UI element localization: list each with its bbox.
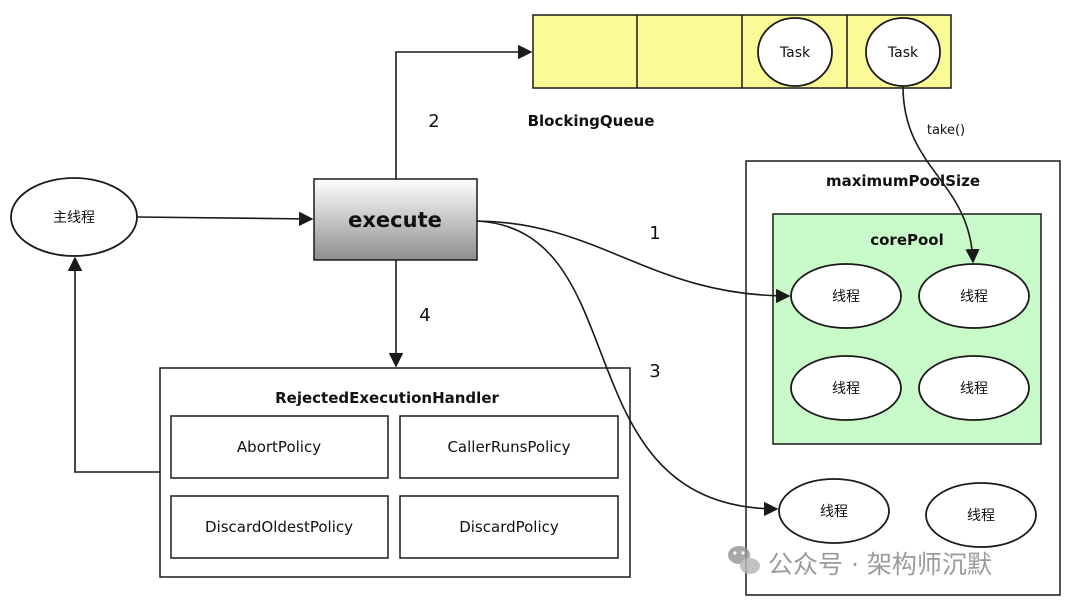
maximum-pool-title: maximumPoolSize	[826, 172, 980, 190]
flow-number-2: 2	[428, 111, 439, 132]
arrow-execute-to-extra-thread	[476, 220, 779, 517]
arrow-queue-take	[902, 85, 980, 264]
core-pool-title: corePool	[870, 231, 944, 249]
flow-number-4: 4	[419, 305, 430, 326]
core-thread-1-label: 线程	[832, 289, 860, 305]
queue-task-1	[757, 17, 833, 87]
extra-thread-2-label: 线程	[967, 508, 995, 524]
arrow-execute-to-queue	[395, 44, 533, 179]
core-thread-2	[918, 263, 1030, 329]
caller-runs-policy-box	[399, 415, 619, 479]
abort-policy-label: AbortPolicy	[237, 438, 321, 456]
rejected-handler-title: RejectedExecutionHandler	[275, 389, 499, 407]
extra-thread-1	[778, 478, 890, 544]
flow-number-1: 1	[649, 223, 660, 244]
discard-policy-label: DiscardPolicy	[459, 518, 559, 536]
main-thread-label: 主线程	[53, 210, 95, 226]
arrow-handler-to-main	[67, 256, 160, 473]
execute-label: execute	[348, 208, 442, 232]
watermark-text: 公众号 · 架构师沉默	[768, 550, 992, 579]
blocking-queue: Task Task	[532, 14, 952, 89]
core-thread-3	[790, 355, 902, 421]
core-thread-1	[790, 263, 902, 329]
core-thread-4-label: 线程	[960, 381, 988, 397]
arrow-main-to-execute	[136, 211, 314, 227]
arrow-execute-to-core-thread	[476, 220, 791, 304]
wechat-icon	[728, 546, 760, 574]
core-thread-3-label: 线程	[832, 381, 860, 397]
queue-task-2-label: Task	[887, 45, 919, 61]
core-thread-2-label: 线程	[960, 289, 988, 305]
discard-oldest-policy-label: DiscardOldestPolicy	[205, 518, 353, 536]
abort-policy-box	[170, 415, 389, 479]
discard-oldest-policy-box	[170, 495, 389, 559]
discard-policy-box	[399, 495, 619, 559]
extra-thread-1-label: 线程	[820, 504, 848, 520]
core-thread-4	[918, 355, 1030, 421]
caller-runs-policy-label: CallerRunsPolicy	[447, 438, 570, 456]
queue-title: BlockingQueue	[528, 112, 655, 130]
flow-number-3: 3	[649, 361, 660, 382]
take-label: take()	[927, 123, 965, 138]
queue-task-1-label: Task	[779, 45, 811, 61]
watermark: 公众号 · 架构师沉默	[728, 546, 992, 579]
extra-thread-2	[925, 482, 1037, 548]
